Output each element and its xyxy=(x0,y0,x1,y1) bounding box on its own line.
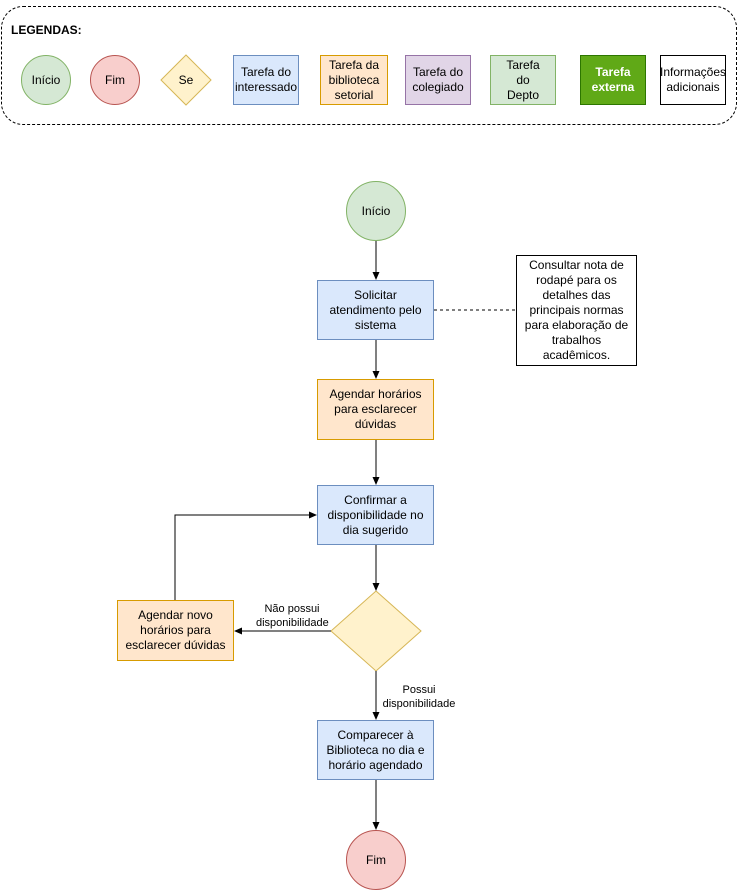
legend-tarefa-colegiado: Tarefa do colegiado xyxy=(405,55,471,105)
legend-start-label: Início xyxy=(31,72,61,87)
legend-informacoes-label: Informações adicionais xyxy=(659,65,727,94)
task-comparecer-label: Comparecer à Biblioteca no dia e horário… xyxy=(326,727,425,772)
task-solicitar-label: Solicitar atendimento pelo sistema xyxy=(329,287,422,332)
legend-tarefa-depto: Tarefa do Depto xyxy=(490,55,556,105)
legend-tarefa-interessado: Tarefa do interessado xyxy=(233,55,299,105)
legend-decision-shape xyxy=(160,54,212,106)
arrow-head xyxy=(372,822,380,830)
arrow-head xyxy=(372,583,380,591)
start-label: Início xyxy=(361,203,391,218)
legend-panel xyxy=(1,6,737,125)
legend-end-label: Fim xyxy=(105,72,125,87)
arrow-head xyxy=(309,511,317,519)
legend-decision-label: Se xyxy=(161,55,211,105)
edge-agendar-novo-confirmar xyxy=(174,514,311,600)
legend-tarefa-biblioteca-label: Tarefa da biblioteca setorial xyxy=(328,57,380,102)
legend-tarefa-externa-label: Tarefa externa xyxy=(591,65,635,94)
arrow-head xyxy=(372,477,380,485)
legend-tarefa-externa: Tarefa externa xyxy=(580,55,646,105)
task-confirmar-label: Confirmar a disponibilidade no dia suger… xyxy=(327,492,424,537)
end-node: Fim xyxy=(346,830,406,890)
task-agendar-label: Agendar horários para esclarecer dúvidas xyxy=(329,387,422,431)
legend-tarefa-depto-label: Tarefa do Depto xyxy=(506,57,540,102)
legend-decision-text: Se xyxy=(178,72,194,87)
note-info-box: Consultar nota de rodapé para os detalhe… xyxy=(516,255,637,366)
legend-informacoes: Informações adicionais xyxy=(660,55,726,105)
end-label: Fim xyxy=(366,852,386,867)
task-comparecer-biblioteca: Comparecer à Biblioteca no dia e horário… xyxy=(317,720,434,780)
note-info-text: Consultar nota de rodapé para os detalhe… xyxy=(524,258,629,362)
arrow-head xyxy=(372,371,380,379)
task-agendar-novo: Agendar novo horários para esclarecer dú… xyxy=(117,600,234,661)
edge-label-nao-possui: Não possui disponibilidade xyxy=(256,602,329,630)
legend-tarefa-interessado-label: Tarefa do interessado xyxy=(234,65,298,94)
arrow-head xyxy=(372,272,380,280)
legend-tarefa-biblioteca: Tarefa da biblioteca setorial xyxy=(320,55,388,105)
start-node: Início xyxy=(346,181,406,241)
legend-tarefa-colegiado-label: Tarefa do colegiado xyxy=(412,65,464,94)
arrow-head xyxy=(372,712,380,720)
legend-end-node: Fim xyxy=(90,55,140,105)
arrow-head xyxy=(234,627,242,635)
legend-start-node: Início xyxy=(21,55,71,105)
legend-title: LEGENDAS: xyxy=(11,23,82,37)
task-solicitar-atendimento: Solicitar atendimento pelo sistema xyxy=(317,280,434,340)
task-agendar-horarios: Agendar horários para esclarecer dúvidas xyxy=(317,379,434,440)
edge-label-possui: Possui disponibilidade xyxy=(378,683,460,711)
decision-shape xyxy=(330,590,422,672)
task-confirmar-disponibilidade: Confirmar a disponibilidade no dia suger… xyxy=(317,485,434,545)
task-agendar-novo-label: Agendar novo horários para esclarecer dú… xyxy=(125,608,226,652)
